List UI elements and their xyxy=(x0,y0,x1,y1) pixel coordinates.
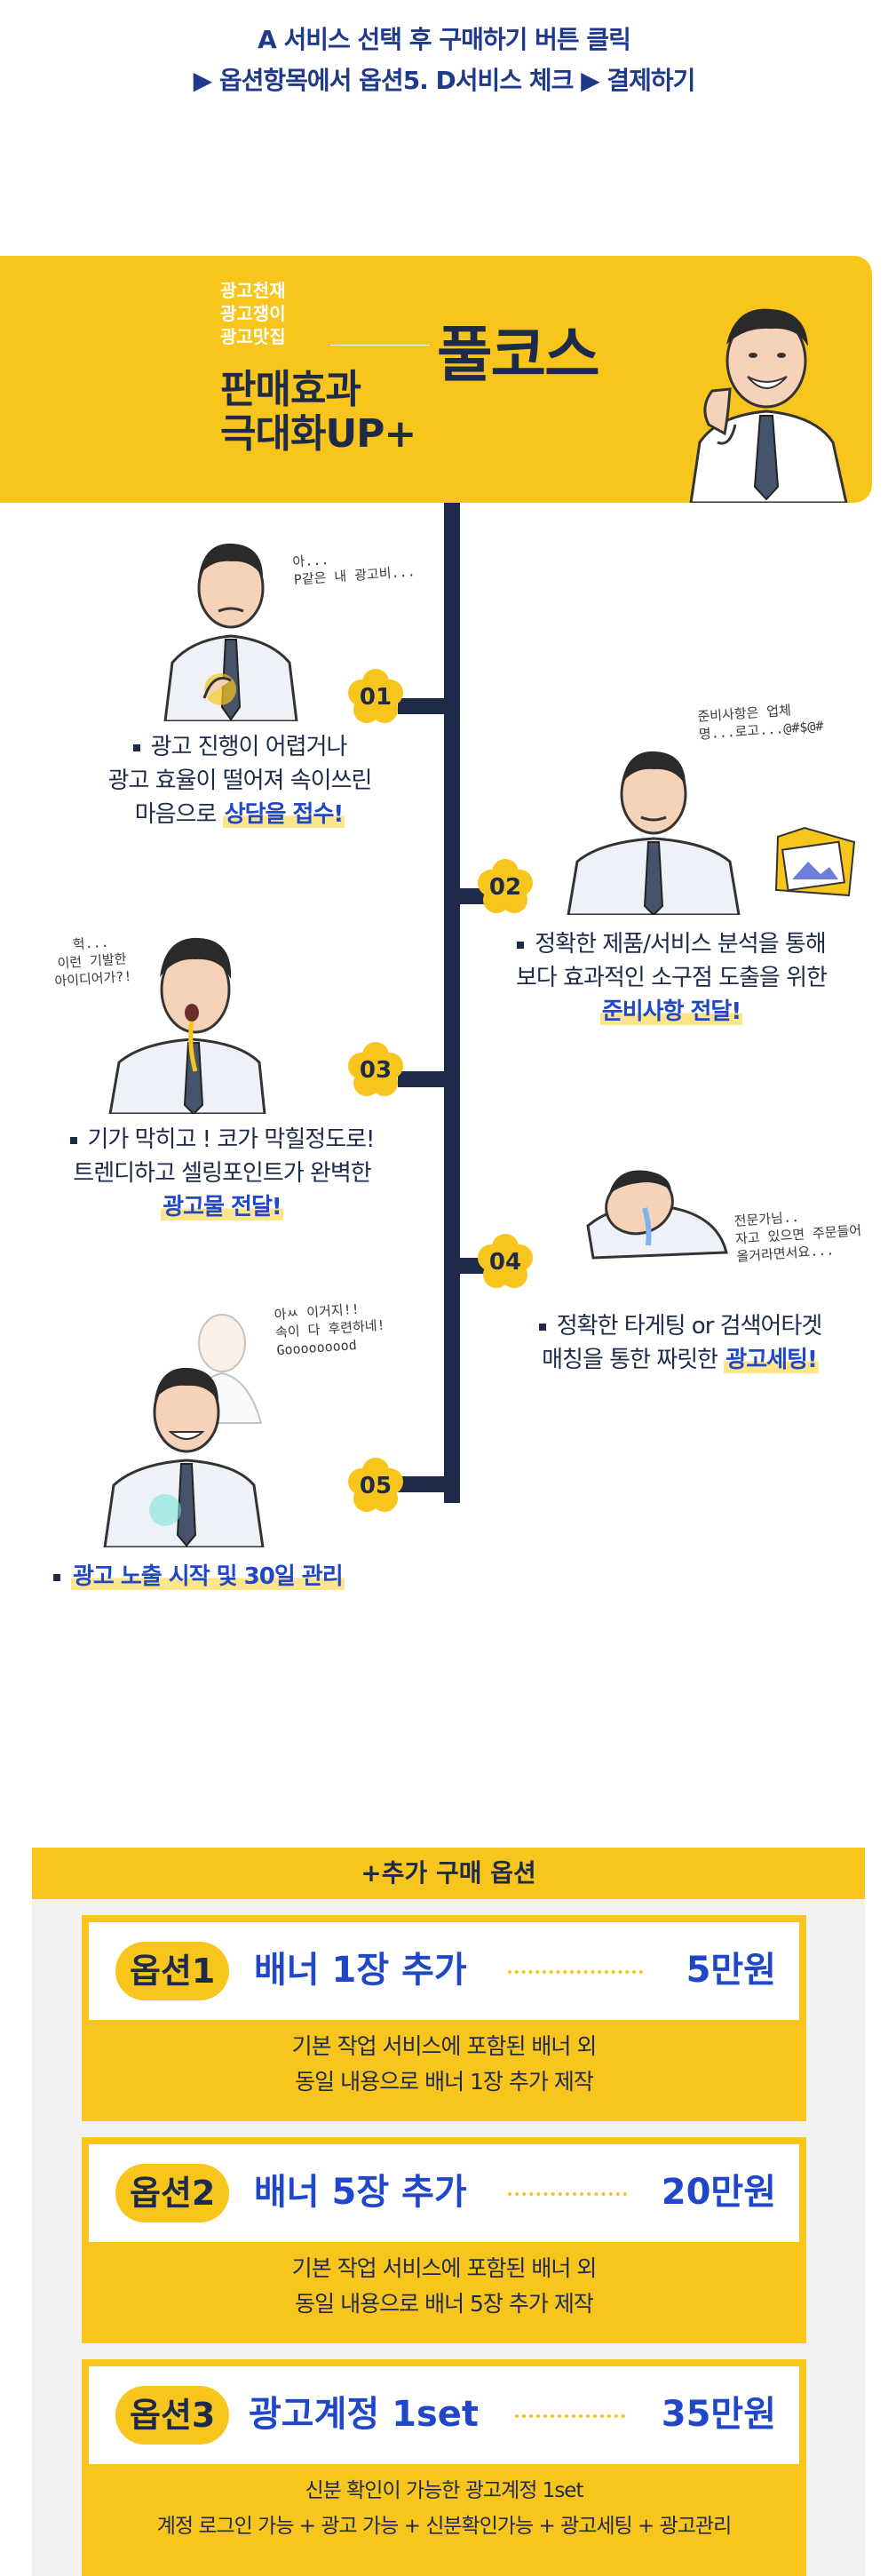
step-05-speech: 아ㅆ 이거지!! 속이 다 후련하네! Gooooooood xyxy=(274,1299,387,1359)
timeline-line xyxy=(444,503,460,1503)
hero-headline: 판매효과 극대화UP+ xyxy=(220,368,416,457)
option-1-description: 기본 작업 서비스에 포함된 배너 외 동일 내용으로 배너 1장 추가 제작 xyxy=(82,2029,806,2100)
option-1-desc-2: 동일 내용으로 배너 1장 추가 제작 xyxy=(295,2069,594,2095)
step-04-text: 정확한 타게팅 or 검색어타겟 매칭을 통한 짜릿한 광고세팅! xyxy=(503,1309,858,1377)
headline-line-1: 판매효과 xyxy=(220,367,361,412)
clapping-man-illustration xyxy=(689,308,848,503)
option-3-dots xyxy=(515,2414,625,2418)
instruction-line-1: A 서비스 선택 후 구매하기 버튼 클릭 xyxy=(258,25,631,54)
step-05-number: 05 xyxy=(359,1473,392,1499)
option-3-label: 옵션3 xyxy=(115,2386,230,2445)
option-2-price: 20만원 xyxy=(661,2172,776,2213)
tagline-1: 광고천재 xyxy=(220,280,286,301)
hero-banner: 광고천재 광고쟁이 광고맛집 풀코스 판매효과 극대화UP+ xyxy=(0,256,872,503)
step-04-number: 04 xyxy=(488,1249,522,1276)
tagline-3: 광고맛집 xyxy=(220,326,286,347)
option-1-header: 옵션1 배너 1장 추가 5만원 xyxy=(89,1922,799,2020)
option-1-name: 배너 1장 추가 xyxy=(254,1950,467,1991)
step-02-text: 정확한 제품/서비스 분석을 통해 보다 효과적인 소구점 도출을 위한 준비사… xyxy=(485,927,858,1029)
option-2-label: 옵션2 xyxy=(115,2164,230,2222)
step-05-highlight: 광고 노출 시작 및 30일 관리 xyxy=(71,1563,345,1590)
option-2-name: 배너 5장 추가 xyxy=(254,2172,467,2213)
purchase-instructions: A 서비스 선택 후 구매하기 버튼 클릭 ▶ 옵션항목에서 옵션5. D서비스… xyxy=(0,20,888,101)
step-02-speech: 준비사항은 업체 명...로고...@#$@# xyxy=(697,699,824,743)
step-05-text: 광고 노출 시작 및 30일 관리 xyxy=(53,1560,391,1594)
option-2-header: 옵션2 배너 5장 추가 20만원 xyxy=(89,2144,799,2242)
option-1-price: 5만원 xyxy=(686,1950,776,1991)
shocked-man-illustration xyxy=(108,937,266,1114)
step-04-line-1: 정확한 타게팅 or 검색어타겟 xyxy=(556,1313,823,1340)
tagline-divider xyxy=(330,345,430,346)
step-01-text: 광고 진행이 어렵거나 광고 효율이 떨어져 속이쓰린 마음으로 상담을 접수! xyxy=(62,730,417,831)
step-01-line-3: 마음으로 xyxy=(134,801,223,828)
full-course-title: 풀코스 xyxy=(437,321,600,391)
option-1-desc-1: 기본 작업 서비스에 포함된 배너 외 xyxy=(291,2033,598,2059)
folder-image-icon xyxy=(774,826,856,897)
step-01-line-1: 광고 진행이 어렵거나 xyxy=(150,734,348,760)
option-2-desc-2: 동일 내용으로 배너 5장 추가 제작 xyxy=(295,2291,594,2317)
worried-man-illustration xyxy=(163,543,298,721)
step-04-speech: 전문가님.. 자고 있으면 주문들어 올거라면서요... xyxy=(733,1204,863,1266)
step-03-badge xyxy=(348,1042,403,1096)
option-card-3: 옵션3 광고계정 1set 35만원 신분 확인이 가능한 광고계정 1set … xyxy=(82,2359,806,2576)
option-2-dots xyxy=(508,2192,627,2196)
step-03-line-1: 기가 막히고 ! 코가 막힐정도로! xyxy=(87,1126,376,1153)
hero-taglines: 광고천재 광고쟁이 광고맛집 xyxy=(220,279,286,348)
step-01-line-2: 광고 효율이 떨어져 속이쓰린 xyxy=(107,767,373,794)
option-3-header: 옵션3 광고계정 1set 35만원 xyxy=(89,2366,799,2464)
step-03-line-2: 트렌디하고 셀링포인트가 완벽한 xyxy=(73,1160,371,1187)
option-3-desc-1: 신분 확인이 가능한 광고계정 1set xyxy=(305,2479,584,2502)
option-1-label: 옵션1 xyxy=(115,1942,230,2000)
options-header: +추가 구매 옵션 xyxy=(32,1848,865,1899)
step-03-text: 기가 막히고 ! 코가 막힐정도로! 트렌디하고 셀링포인트가 완벽한 광고물 … xyxy=(36,1123,408,1224)
option-3-price: 35만원 xyxy=(661,2394,776,2435)
step-04-line-2: 매칭을 통한 짜릿한 xyxy=(542,1347,725,1373)
option-card-1: 옵션1 배너 1장 추가 5만원 기본 작업 서비스에 포함된 배너 외 동일 … xyxy=(82,1915,806,2121)
headline-line-2: 극대화UP+ xyxy=(220,411,416,457)
step-01-speech: 아... P같은 내 광고비... xyxy=(292,545,416,588)
explaining-man-illustration xyxy=(567,751,741,915)
step-02-number: 02 xyxy=(488,874,522,901)
sleeping-man-illustration xyxy=(586,1170,728,1260)
timeline-branch-01 xyxy=(398,698,451,714)
step-01-number: 01 xyxy=(359,684,392,711)
step-03-number: 03 xyxy=(359,1057,392,1084)
step-02-line-2: 보다 효과적인 소구점 도출을 위한 xyxy=(516,965,828,991)
instruction-line-2: ▶ 옵션항목에서 옵션5. D서비스 체크 ▶ 결제하기 xyxy=(193,66,696,95)
option-2-desc-1: 기본 작업 서비스에 포함된 배너 외 xyxy=(291,2255,598,2281)
step-01-highlight: 상담을 접수! xyxy=(222,801,345,828)
option-3-description: 신분 확인이 가능한 광고계정 1set 계정 로그인 가능 + 광고 가능 +… xyxy=(82,2473,806,2544)
step-02-highlight: 준비사항 전달! xyxy=(599,998,743,1025)
step-04-highlight: 광고세팅! xyxy=(724,1347,819,1373)
option-1-dots xyxy=(508,1970,643,1974)
step-03-highlight: 광고물 전달! xyxy=(161,1194,283,1220)
tagline-2: 광고쟁이 xyxy=(220,303,286,324)
step-04-badge xyxy=(478,1234,533,1288)
relieved-man-illustration xyxy=(103,1314,265,1547)
step-01-badge xyxy=(348,669,403,723)
timeline-branch-03 xyxy=(398,1071,451,1087)
option-card-2: 옵션2 배너 5장 추가 20만원 기본 작업 서비스에 포함된 배너 외 동일… xyxy=(82,2137,806,2343)
step-02-badge xyxy=(478,859,533,913)
option-2-description: 기본 작업 서비스에 포함된 배너 외 동일 내용으로 배너 5장 추가 제작 xyxy=(82,2251,806,2322)
timeline-branch-05 xyxy=(398,1476,451,1492)
option-3-name: 광고계정 1set xyxy=(249,2394,480,2435)
step-02-line-1: 정확한 제품/서비스 분석을 통해 xyxy=(535,931,827,958)
step-05-badge xyxy=(348,1458,403,1512)
option-3-desc-2: 계정 로그인 가능 + 광고 가능 + 신분확인가능 + 광고세팅 + 광고관리 xyxy=(156,2515,733,2538)
